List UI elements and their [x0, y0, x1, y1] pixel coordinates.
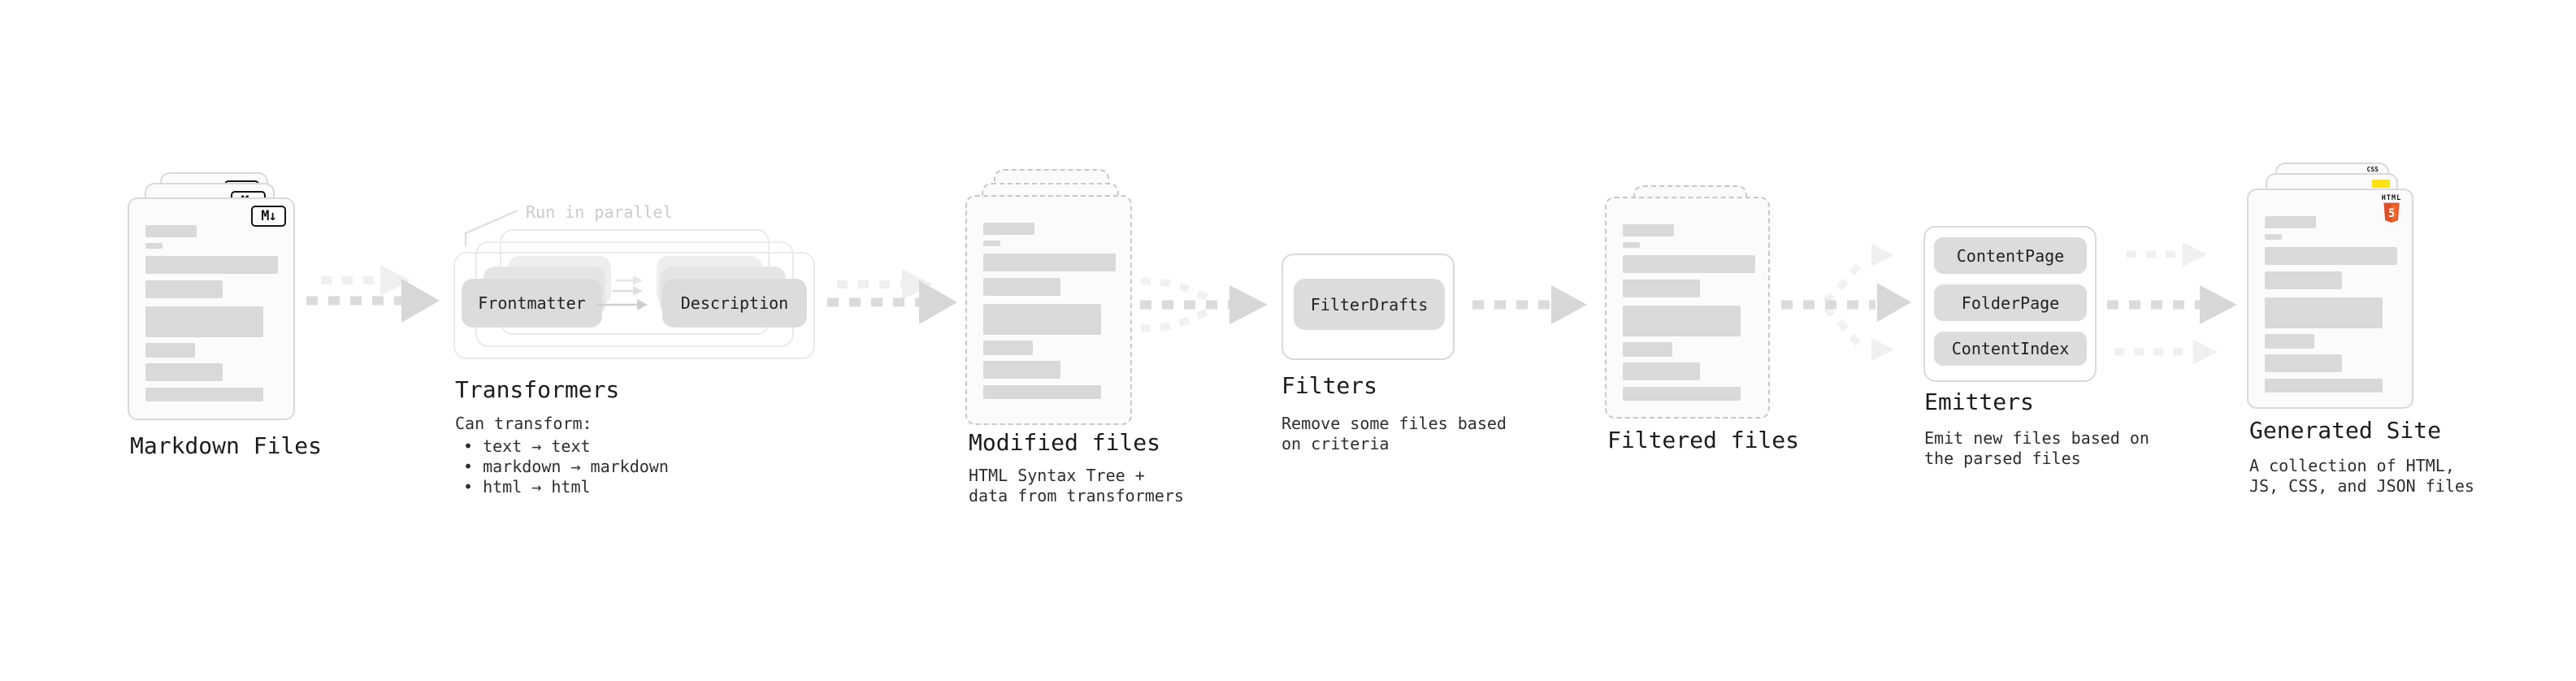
- arrow-filters-to-filtered: [1472, 285, 1587, 324]
- modified-file-card: [965, 195, 1132, 425]
- contentindex-pill: ContentIndex: [1934, 332, 2087, 366]
- modified-files-subtitle: HTML Syntax Tree +: [969, 466, 1145, 485]
- generated-site-subtitle: JS, CSS, and JSON files: [2249, 476, 2474, 496]
- modified-files-subtitle: data from transformers: [969, 486, 1184, 505]
- modified-files-label: Modified files: [969, 429, 1161, 456]
- arrow-markdown-to-transformers: [306, 265, 440, 323]
- description-pill: Description: [662, 279, 807, 327]
- filters-subtitle: on criteria: [1281, 434, 1390, 453]
- markdown-icon: M↓: [251, 206, 286, 227]
- transformers-label: Transformers: [455, 376, 620, 403]
- emitters-label: Emitters: [1924, 388, 2034, 415]
- transformers-bullet: • html → html: [463, 477, 591, 497]
- transformers-bullet: • markdown → markdown: [463, 457, 669, 476]
- filtered-files-label: Filtered files: [1607, 427, 1800, 453]
- html5-icon: HTML 5: [2379, 194, 2404, 227]
- generated-site-label: Generated Site: [2249, 417, 2442, 444]
- filtered-file-card: [1605, 197, 1770, 419]
- generated-html-file-card: HTML 5: [2247, 189, 2413, 409]
- markdown-file-card: M↓: [128, 197, 295, 420]
- arrow-transformers-to-modified: [827, 269, 957, 324]
- transformers-bullet: • text → text: [463, 436, 591, 456]
- transformers-subtitle: Can transform:: [455, 414, 592, 433]
- frontmatter-pill: Frontmatter: [462, 279, 602, 327]
- filters-label: Filters: [1281, 372, 1378, 399]
- emitters-subtitle: Emit new files based on: [1924, 428, 2149, 448]
- transformer-container: [453, 252, 815, 359]
- filterdrafts-pill: FilterDrafts: [1294, 279, 1445, 330]
- run-in-parallel-annotation: Run in parallel: [526, 202, 673, 222]
- html5-icon-label: HTML: [2381, 194, 2402, 202]
- arrow-modified-to-filters: [1140, 277, 1268, 332]
- js-icon: [2372, 180, 2390, 188]
- arrow-emitters-to-generated: [2107, 242, 2237, 364]
- html5-icon-number: 5: [2388, 207, 2395, 220]
- folderpage-pill: FolderPage: [1934, 284, 2087, 321]
- filters-subtitle: Remove some files based: [1281, 414, 1507, 433]
- emitters-subtitle: the parsed files: [1924, 449, 2081, 468]
- markdown-files-label: Markdown Files: [130, 432, 323, 459]
- contentpage-pill: ContentPage: [1934, 237, 2087, 274]
- generated-site-subtitle: A collection of HTML,: [2249, 456, 2455, 475]
- arrow-filtered-to-emitters: [1781, 244, 1911, 361]
